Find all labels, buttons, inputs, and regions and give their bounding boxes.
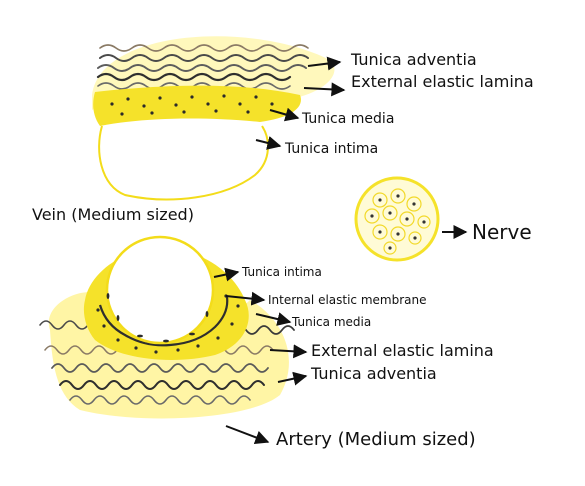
arrow-artery-tunica-adventia: [277, 371, 308, 386]
label-arrows: [213, 56, 468, 445]
arrow-artery-tunica-intima: [213, 267, 240, 282]
artery-intima-nuclei: [106, 293, 209, 343]
nerve-outline: [354, 176, 440, 262]
vein-lumen: [98, 125, 269, 201]
label-artery-internal-elastic-membrane: Internal elastic membrane: [268, 293, 427, 307]
label-artery-tunica-media: Tunica media: [292, 315, 372, 329]
artery-drawing: [39, 235, 295, 419]
label-vein-tunica-intima: Tunica intima: [285, 141, 379, 157]
nerve-fascicles: [364, 188, 431, 255]
artery-internal-elastic: [98, 296, 229, 347]
nerve-title: Nerve: [472, 220, 532, 244]
arrow-vein-external-elastic: [303, 82, 346, 97]
label-vein-external-elastic-lamina: External elastic lamina: [351, 72, 534, 91]
artery-lumen: [105, 235, 215, 345]
vein-drawing: [92, 36, 335, 201]
nerve-nuclei: [370, 194, 426, 250]
arrow-artery-title: [225, 425, 270, 445]
arrow-vein-tunica-intima: [255, 136, 282, 150]
vein-media-band: [93, 85, 301, 126]
label-artery-tunica-adventia: Tunica adventia: [311, 364, 437, 383]
artery-title: Artery (Medium sized): [276, 429, 476, 450]
arrow-vein-tunica-media: [269, 107, 300, 122]
arrow-artery-external-elastic: [269, 344, 308, 359]
arrow-vein-tunica-adventia: [307, 56, 342, 71]
arrow-artery-tunica-media: [255, 312, 292, 326]
vein-media-nuclei: [110, 94, 274, 116]
label-artery-tunica-intima: Tunica intima: [242, 265, 322, 279]
label-vein-tunica-adventia: Tunica adventia: [351, 50, 477, 69]
label-vein-tunica-media: Tunica media: [302, 111, 395, 127]
label-artery-external-elastic-lamina: External elastic lamina: [311, 341, 494, 360]
nerve-drawing: [354, 176, 440, 262]
vein-title: Vein (Medium sized): [32, 205, 194, 224]
artery-wavy-layers: [39, 320, 295, 405]
arrow-artery-internal-elastic: [225, 291, 266, 306]
